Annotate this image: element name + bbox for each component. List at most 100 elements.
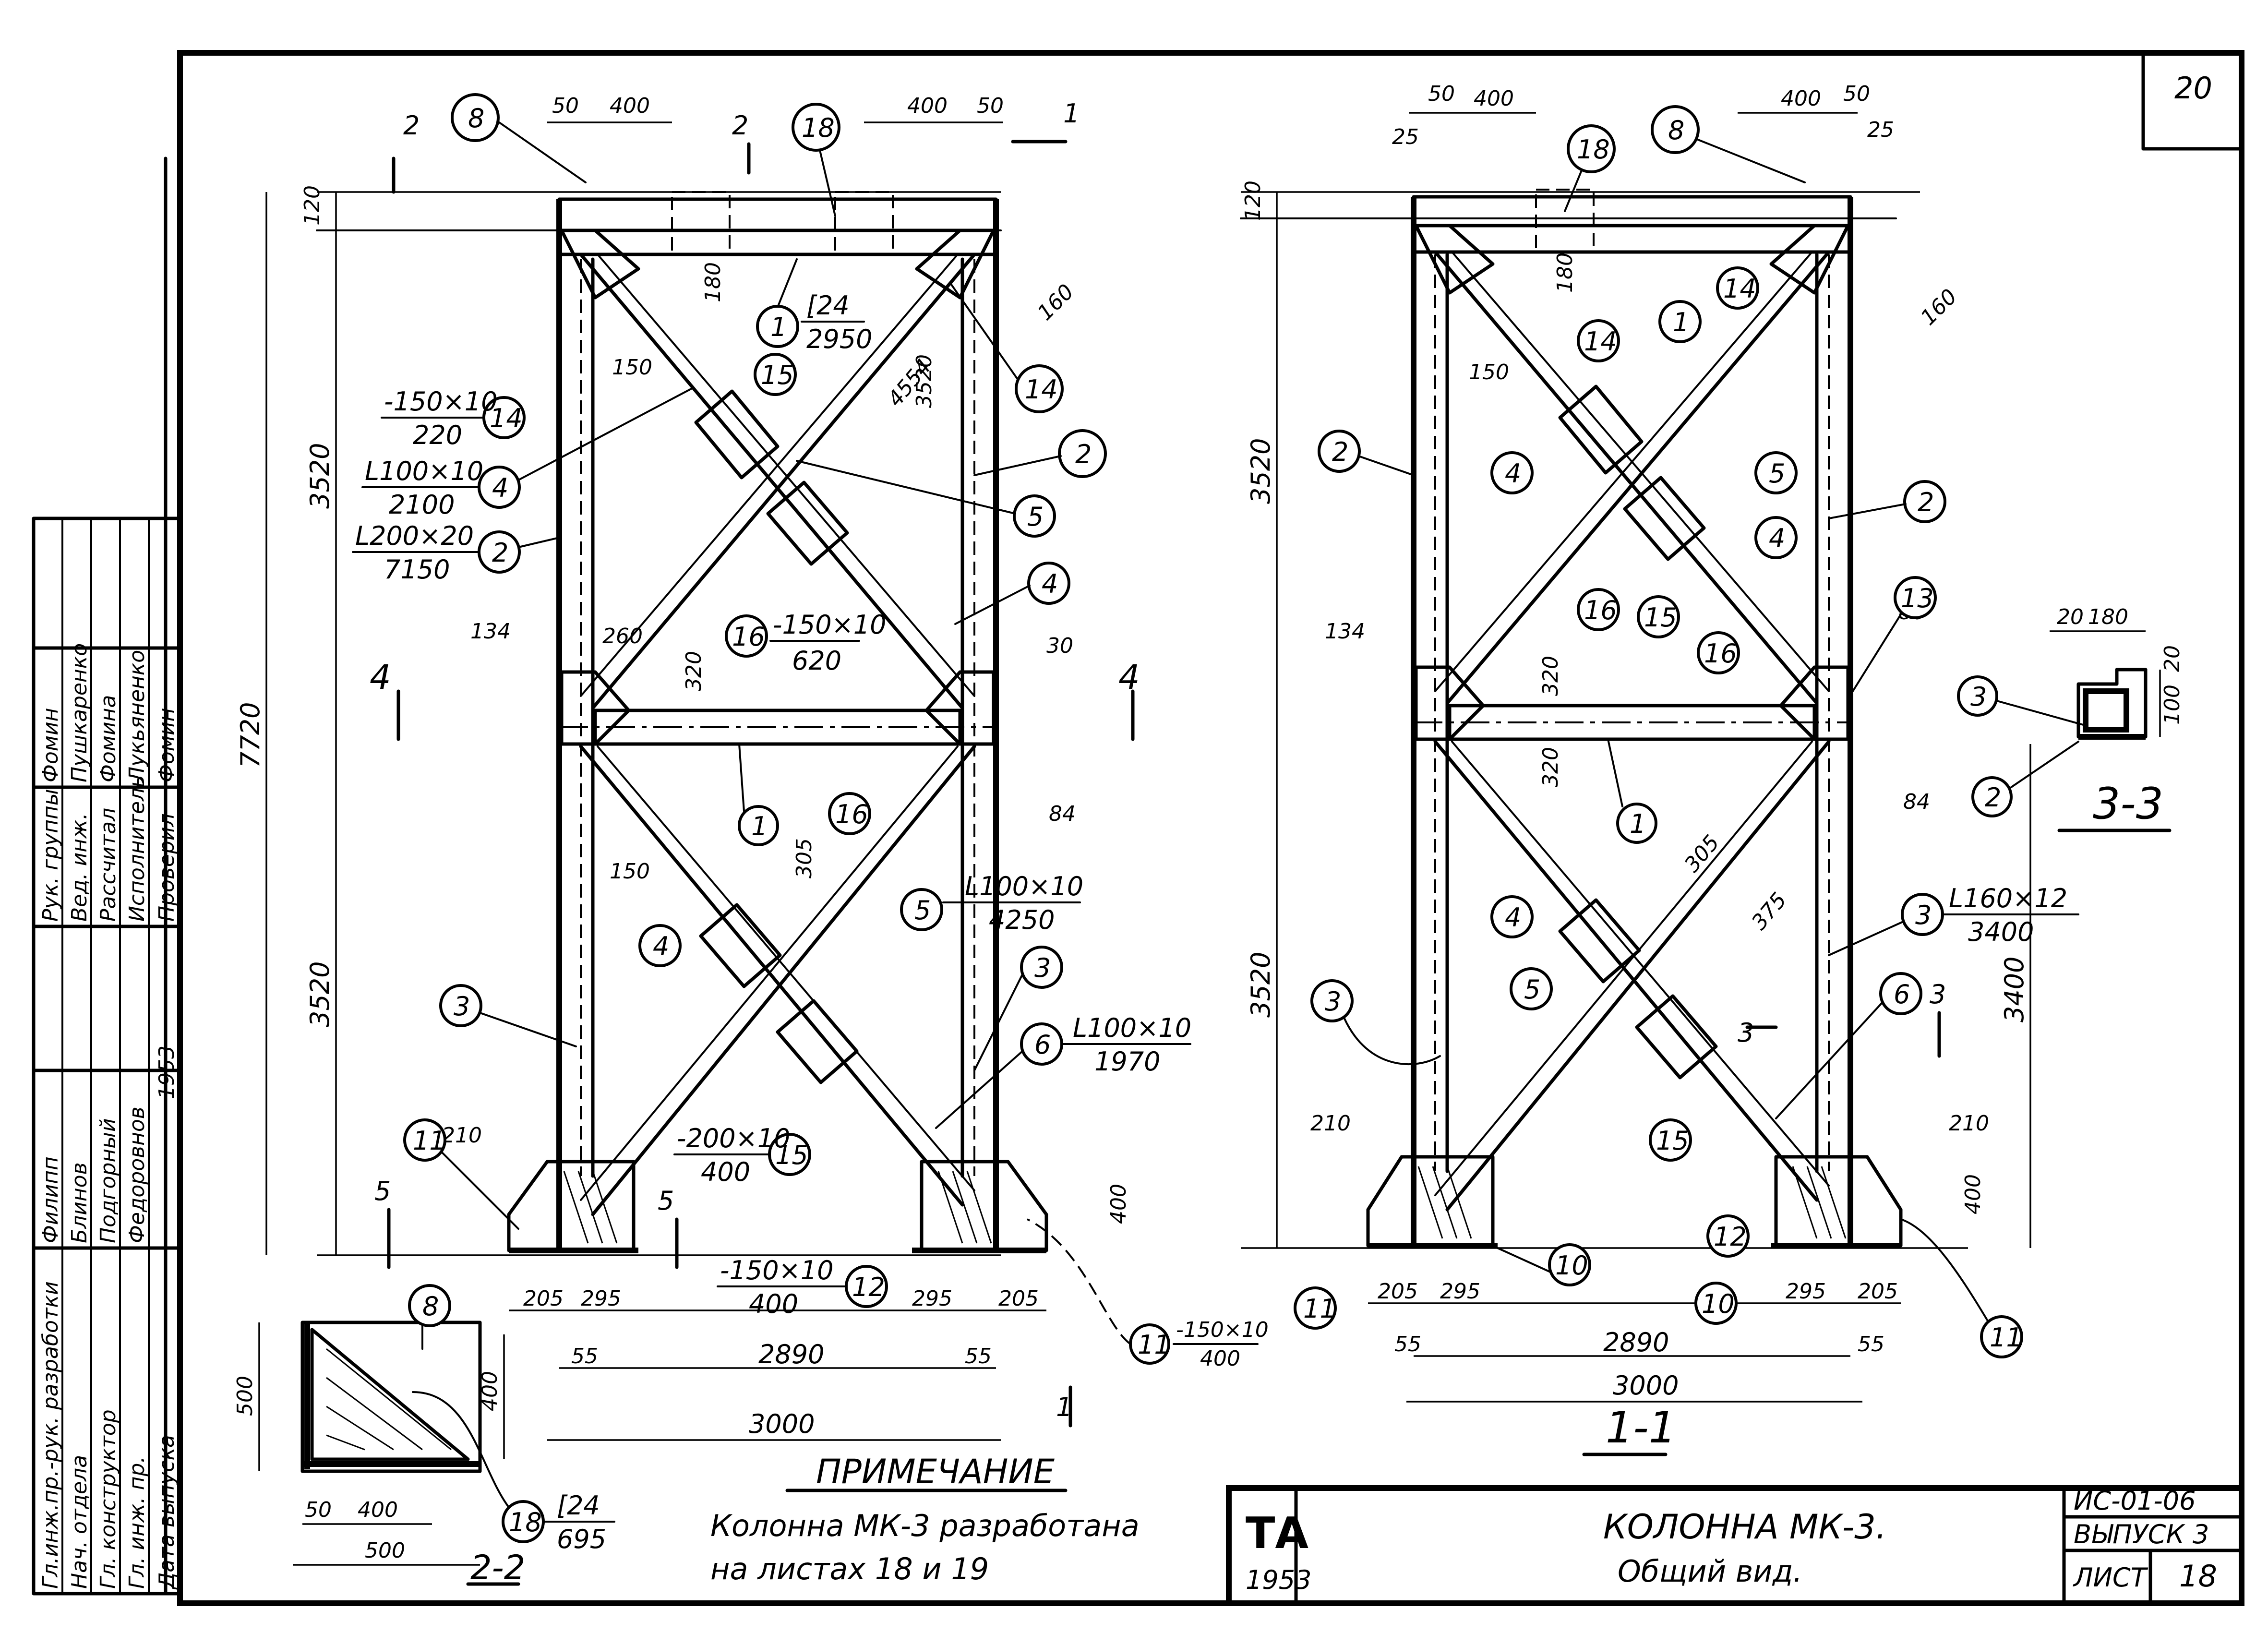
callout-14-front-r-label: 14 — [1025, 374, 1058, 405]
profile-14-len: 220 — [413, 420, 462, 450]
drawing-title-line-1: КОЛОННА МК-3. — [1603, 1507, 1886, 1547]
profile-15-len: 400 — [701, 1157, 750, 1187]
sec11-dim-25-r: 25 — [1867, 118, 1894, 142]
callout-2-sec11-l-label: 2 — [1332, 437, 1348, 467]
title-block: ТА 1953 КОЛОННА МК-3. Общий вид. ИС-01-0… — [1226, 1485, 2244, 1606]
sec11-dim-top-120: 120 — [1241, 180, 1265, 221]
callout-4-front-b-label: 4 — [653, 931, 669, 961]
callout-3-front-r-label: 3 — [1034, 953, 1051, 983]
dim-base-400: 400 — [1106, 1184, 1131, 1224]
callout-18-front-label: 18 — [802, 113, 835, 143]
callout-1-front-mid-label: 1 — [751, 811, 768, 841]
section-2-2: 500 400 50 400 500 8 18 [24 695 2-2 — [233, 1284, 615, 1587]
stamp-role2-1: Рук. группы — [38, 789, 63, 922]
callout-16-front-b-label: 16 — [835, 799, 868, 829]
callout-2-sec33 — [1971, 776, 2013, 817]
callout-6-sec11 — [1879, 972, 1922, 1015]
sec22-dim-50: 50 — [305, 1498, 332, 1522]
callout-4-front-l-label: 4 — [492, 473, 508, 503]
dim-width-3000: 3000 — [749, 1409, 815, 1439]
section-1-1-label: 1-1 — [1606, 1403, 1676, 1453]
cut-mark-1-top: 1 — [1063, 98, 1080, 129]
stamp-name-1: Филипп — [38, 1156, 63, 1243]
dim-base-295-r: 295 — [912, 1286, 952, 1311]
stamp-year: 1953 — [155, 1045, 179, 1099]
callout-4-sec11-b-label: 4 — [1505, 902, 1521, 933]
cut-mark-5-r: 5 — [658, 1186, 674, 1216]
sec33-dim-100: 100 — [2160, 684, 2184, 725]
callout-4-sec11-t — [1490, 451, 1534, 494]
front-view: 7720 3520 3520 120 205 295 295 205 2890 … — [235, 94, 1140, 1441]
sec11-dim-50-r: 50 — [1843, 82, 1870, 106]
callout-3-sec11-r-label: 3 — [1915, 900, 1932, 930]
callout-16-sec11-l — [1577, 588, 1620, 631]
callout-14-sec11-b — [1577, 319, 1620, 362]
callout-5-front-top — [1013, 494, 1056, 538]
callout-18-sec22 — [502, 1500, 545, 1543]
dim-gusset-30: 30 — [1046, 634, 1073, 658]
callout-15-sec11-b — [1649, 1118, 1692, 1162]
issue-number: ВЫПУСК 3 — [2074, 1519, 2209, 1549]
callout-14-sec11-b-label: 14 — [1584, 326, 1617, 357]
sec11-dim-160: 160 — [1916, 284, 1962, 330]
sec11-dim-295-r: 295 — [1786, 1279, 1826, 1304]
sec11-dim-2890: 2890 — [1603, 1327, 1669, 1357]
cut-mark-4-r: 4 — [1118, 658, 1140, 697]
profile-4-len: 2100 — [389, 490, 455, 520]
sec11-dim-134: 134 — [1325, 619, 1365, 644]
sec22-dim-500-h: 500 — [365, 1538, 405, 1563]
callout-18-sec11 — [1567, 124, 1616, 173]
sec11-dim-25-l: 25 — [1392, 125, 1419, 149]
callout-2-sec11-l — [1318, 430, 1361, 473]
callout-12-sec11 — [1706, 1214, 1750, 1258]
profile-6-len: 1970 — [1094, 1046, 1160, 1077]
sec22-dim-500-v: 500 — [233, 1376, 257, 1416]
callout-3-sec33 — [1957, 675, 1998, 717]
callout-8-sec11 — [1651, 105, 1700, 154]
dim-gusset-260: 260 — [602, 624, 643, 648]
dim-top-400-r: 400 — [907, 94, 948, 118]
callout-11-sec11-r — [1980, 1315, 2023, 1358]
sec11-dim-50: 50 — [1428, 82, 1455, 106]
stamp-name-2: Блинов — [67, 1162, 92, 1243]
callout-5-sec11-b-label: 5 — [1524, 974, 1540, 1005]
callout-15-front-b — [768, 1133, 811, 1176]
section-3-3-label: 3-3 — [2093, 779, 2163, 829]
callout-6-front-label: 6 — [1034, 1030, 1051, 1060]
callout-14-front-l — [482, 396, 526, 439]
sec11-dim-400-l: 400 — [1474, 86, 1514, 111]
dim-top-50-r: 50 — [977, 94, 1004, 118]
callout-3-sec11-l-label: 3 — [1325, 986, 1341, 1017]
profile-5-size: L100×10 — [965, 871, 1083, 901]
dim-base-295-l: 295 — [581, 1286, 621, 1311]
dim-edge-55-l: 55 — [571, 1344, 598, 1369]
logo-mark: ТА — [1246, 1508, 1308, 1559]
stamp-role-3: Гл. конструктор — [96, 1409, 120, 1589]
callout-8-sec11-label: 8 — [1668, 115, 1684, 145]
profile-16-size: -150×10 — [773, 610, 887, 640]
cut-mark-2-top-b: 2 — [732, 110, 748, 141]
cut-mark-4-l: 4 — [370, 658, 391, 697]
callout-4-sec11-r-label: 4 — [1769, 523, 1785, 553]
dim-gusset-150-b: 150 — [610, 859, 650, 884]
callout-4-front-l — [478, 466, 521, 509]
callout-2-sec11-r-label: 2 — [1918, 487, 1934, 517]
sec11-dim-320-b: 320 — [1538, 747, 1563, 787]
note-heading: ПРИМЕЧАНИЕ — [816, 1452, 1055, 1491]
profile-3-size: L160×12 — [1949, 883, 2067, 913]
dim-diag-3520: 3520 — [912, 354, 936, 408]
cut-mark-3-r: 3 — [1930, 979, 1946, 1009]
stamp-role2-5: Проверил — [155, 813, 179, 922]
dim-base-210: 210 — [442, 1123, 482, 1148]
callout-3-front-r — [1020, 946, 1063, 989]
dim-base-205-l: 205 — [523, 1286, 564, 1311]
sec11-dim-3000: 3000 — [1613, 1370, 1679, 1401]
profile-3-len: 3400 — [1968, 917, 2034, 947]
section-1-1-callouts: 8 18 14 1 14 2 4 5 2 4 15 16 16 13 1 — [1294, 105, 2079, 1358]
dim-gusset-320: 320 — [682, 651, 706, 691]
callout-5-sec11-t-label: 5 — [1769, 458, 1785, 489]
callout-12-front-label: 12 — [852, 1272, 885, 1302]
stamp-name2-5: Фомин — [155, 708, 179, 782]
callout-5-sec11-b — [1510, 967, 1553, 1010]
dim-gusset-160: 160 — [1033, 279, 1079, 325]
